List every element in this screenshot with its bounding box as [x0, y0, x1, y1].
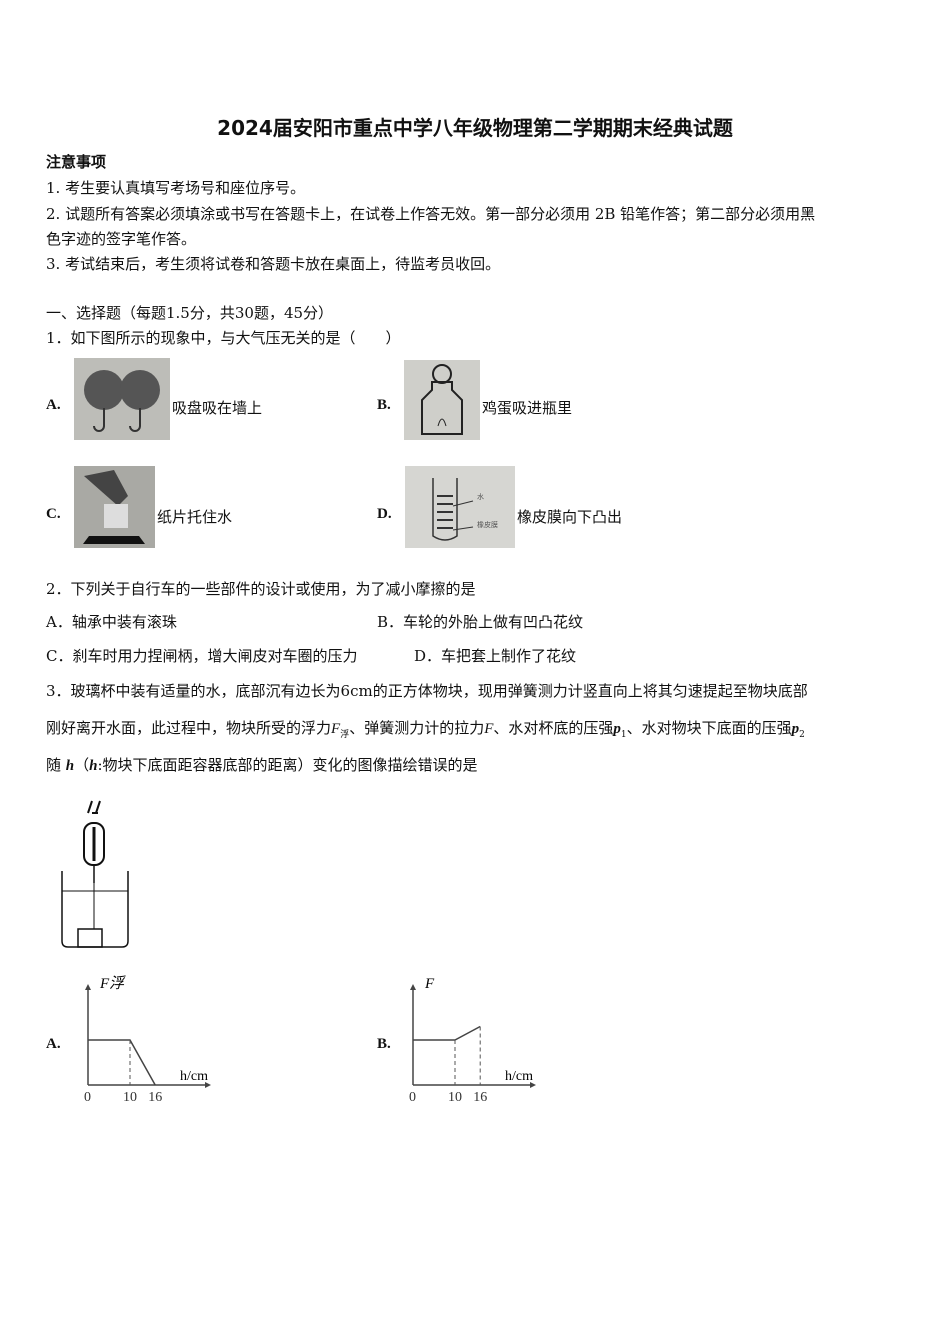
sub: 浮 — [340, 730, 350, 740]
var: h — [89, 758, 98, 774]
option-b: B．车轮的外胎上做有凹凸花纹 — [377, 613, 584, 631]
y-axis-arrow — [410, 984, 416, 990]
spring-scale-apparatus-figure — [61, 800, 129, 948]
option-text: 橡皮膜向下凸出 — [517, 508, 623, 526]
paper-holds-water-image — [74, 466, 155, 548]
page-title: 2024届安阳市重点中学八年级物理第二学期期末经典试题 — [217, 116, 733, 140]
option-letter: A. — [46, 397, 61, 413]
text: 刚好离开水面，此过程中，物块所受的浮力 — [46, 719, 332, 737]
var: h — [65, 758, 75, 774]
x-tick-label: 16 — [473, 1090, 487, 1105]
y-axis-arrow — [85, 984, 91, 990]
tension-graph: Fh/cm 0 10 16 — [409, 976, 536, 1105]
var: p — [613, 721, 621, 737]
var: p — [791, 721, 800, 737]
y-axis-label: F — [424, 976, 435, 992]
option-d: D．车把套上制作了花纹 — [414, 647, 577, 665]
question-1-stem: 1．如下图所示的现象中，与大气压无关的是（ ） — [46, 329, 401, 347]
text: 、水对物块下底面的压强 — [626, 719, 792, 737]
sub: 2 — [799, 730, 805, 740]
var: F — [484, 721, 494, 737]
option-letter: D. — [377, 506, 392, 522]
sub: 1 — [620, 730, 627, 740]
var: F — [331, 721, 341, 737]
x-axis-arrow — [530, 1082, 536, 1088]
note-item: 1. 考生要认真填写考场号和座位序号。 — [46, 179, 306, 197]
question-3-line: 随 h（h:物块下底面距容器底部的距离）变化的图像描绘错误的是 — [46, 754, 478, 775]
text: 、弹簧测力计的拉力 — [349, 719, 485, 737]
option-letter: B. — [377, 1036, 391, 1052]
x-axis-label: h/cm — [180, 1069, 208, 1084]
water-label: 水 — [477, 493, 484, 501]
x-tick-label: 0 — [84, 1090, 91, 1105]
buoyancy-graph: F浮 h/cm 0 10 16 — [84, 975, 211, 1105]
option-letter: C. — [46, 506, 61, 522]
note-item: 3. 考试结束后，考生须将试卷和答题卡放在桌面上，待监考员收回。 — [46, 255, 501, 273]
question-3-line: 刚好离开水面，此过程中，物块所受的浮力F浮、弹簧测力计的拉力F、水对杯底的压强p… — [46, 717, 805, 740]
option-a: A．轴承中装有滚珠 — [46, 613, 177, 631]
x-tick-label: 10 — [123, 1090, 137, 1105]
option-text: 纸片托住水 — [157, 508, 233, 526]
suction-cup-image — [74, 358, 170, 440]
question-2-stem: 2．下列关于自行车的一些部件的设计或使用，为了减小摩擦的是 — [46, 580, 476, 598]
x-tick-label: 10 — [448, 1090, 462, 1105]
x-axis-arrow — [205, 1082, 211, 1088]
option-letter: A. — [46, 1036, 61, 1052]
membrane-label: 橡皮膜 — [477, 521, 498, 529]
option-c: C．刹车时用力捏闸柄，增大闸皮对车圈的压力 — [46, 647, 358, 665]
option-letter: B. — [377, 397, 391, 413]
note-item: 色字迹的签字笔作答。 — [46, 230, 197, 248]
notes-heading: 注意事项 — [46, 153, 107, 171]
x-axis-label: h/cm — [505, 1069, 533, 1084]
x-tick-label: 16 — [148, 1090, 162, 1105]
text: 随 — [46, 756, 62, 774]
x-tick-label: 0 — [409, 1090, 416, 1105]
section-heading: 一、选择题（每题1.5分，共30题，45分） — [46, 304, 334, 322]
option-text: 鸡蛋吸进瓶里 — [482, 399, 573, 417]
rubber-membrane-image: 水 橡皮膜 — [405, 466, 515, 548]
option-text: 吸盘吸在墙上 — [172, 399, 263, 417]
text: （ — [74, 756, 90, 774]
series-line — [413, 1025, 481, 1041]
note-item: 2. 试题所有答案必须填涂或书写在答题卡上，在试卷上作答无效。第一部分必须用 2… — [46, 205, 816, 223]
question-3-line: 3．玻璃杯中装有适量的水，底部沉有边长为6cm的正方体物块，现用弹簧测力计竖直向… — [46, 682, 808, 700]
text: :物块下底面距容器底部的距离）变化的图像描绘错误的是 — [97, 756, 478, 774]
series-line — [88, 1039, 156, 1086]
y-axis-label: F浮 — [99, 975, 126, 992]
text: 、水对杯底的压强 — [493, 719, 614, 737]
egg-bottle-image — [404, 360, 480, 440]
